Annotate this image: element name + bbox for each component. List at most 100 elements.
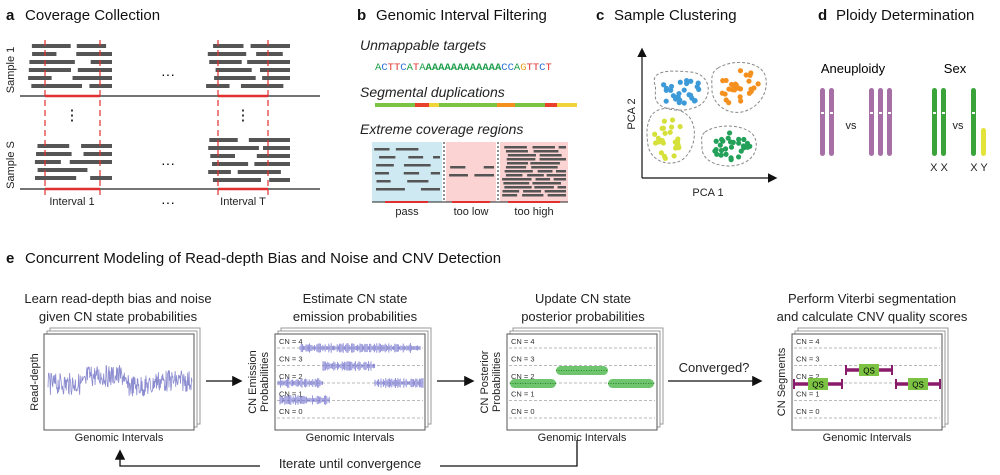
cn-label: CN = 2 — [511, 372, 535, 381]
read — [209, 138, 238, 142]
read — [430, 172, 440, 175]
cluster-point — [668, 83, 675, 90]
panel-e-letter: e — [6, 250, 14, 267]
interval-t-label: Interval T — [220, 196, 266, 208]
read — [537, 170, 553, 173]
read — [379, 156, 396, 159]
read — [31, 84, 83, 88]
ellipsis-intervals: ··· — [161, 194, 175, 210]
cn-label: CN = 4 — [511, 337, 535, 346]
read — [403, 164, 431, 167]
read — [90, 176, 112, 180]
read — [263, 146, 290, 150]
cluster-point — [661, 82, 667, 88]
cluster-point — [688, 78, 694, 84]
cluster-point — [746, 78, 752, 84]
pca1-label: PCA 1 — [692, 187, 723, 199]
too-low-region — [446, 142, 496, 202]
panel-a-title: Coverage Collection — [25, 7, 160, 24]
read — [507, 154, 536, 157]
xx-label: X X — [930, 162, 948, 174]
segmental-bar — [375, 103, 577, 107]
read — [374, 148, 390, 151]
cluster-point — [723, 146, 729, 152]
cluster-point — [755, 81, 761, 87]
read — [376, 164, 394, 167]
cluster-point — [684, 77, 690, 84]
read — [395, 148, 419, 151]
emission-box: CN = 4CN = 3CN = 2CN = 1CN = 0 — [274, 327, 432, 431]
pass-label: pass — [395, 206, 419, 218]
read — [212, 178, 262, 182]
cluster-point — [660, 140, 666, 146]
cluster-point — [738, 148, 744, 154]
read — [376, 180, 391, 183]
read — [449, 174, 468, 177]
read — [535, 178, 551, 181]
read — [34, 176, 77, 180]
cluster-point — [713, 138, 719, 144]
readdepth-ylabel: Read-depth — [29, 353, 41, 411]
cluster-point — [681, 87, 687, 93]
cluster-point — [737, 94, 743, 100]
read — [433, 156, 440, 159]
panel-b-title: Genomic Interval Filtering — [376, 7, 547, 24]
too-low-label: too low — [454, 206, 489, 218]
panel-c-letter: c — [596, 7, 604, 24]
cluster-point — [667, 129, 673, 135]
read — [72, 76, 112, 80]
read — [256, 154, 290, 158]
sex-label: Sex — [944, 61, 967, 76]
cn-label: CN = 0 — [796, 407, 820, 416]
read — [408, 156, 424, 159]
cluster-point — [671, 153, 677, 159]
read — [215, 68, 252, 72]
cluster-point — [659, 125, 665, 132]
read — [506, 162, 529, 165]
cn-label: CN = 1 — [279, 390, 303, 399]
cluster-point — [718, 147, 725, 154]
step1-line1: Learn read-depth bias and noise — [24, 291, 211, 306]
read — [76, 44, 107, 48]
extreme-regions — [372, 142, 568, 203]
read — [207, 52, 247, 56]
read — [76, 52, 112, 56]
read — [539, 158, 566, 161]
cluster-dots — [652, 68, 761, 163]
cluster-point — [728, 81, 735, 88]
read — [547, 194, 566, 197]
read — [269, 178, 290, 182]
read — [407, 180, 429, 183]
read — [90, 60, 112, 64]
aneuploidy-chromosomes — [820, 88, 892, 156]
read — [81, 144, 112, 148]
posterior-ylabel-line1: CN Posterior — [479, 350, 491, 413]
cluster-point — [748, 86, 754, 92]
read — [546, 174, 566, 177]
cluster-point — [733, 82, 739, 88]
panel-b: b Genomic Interval Filtering Unmappable … — [357, 7, 577, 218]
dna-sequence: ACTTCATAAAAAAAAAAAAACCAGTTCT — [375, 62, 552, 74]
read — [37, 144, 70, 148]
read — [36, 152, 72, 156]
read — [254, 162, 290, 166]
cluster-point — [661, 118, 667, 124]
read — [208, 170, 231, 174]
read — [506, 158, 536, 161]
read — [403, 172, 420, 175]
cluster-point — [652, 140, 659, 146]
cluster-point — [717, 142, 723, 148]
read — [483, 166, 494, 169]
read — [502, 190, 520, 193]
read — [34, 160, 61, 164]
cluster-point — [726, 86, 732, 92]
ellipsis-vertical-left: ⋮ — [65, 107, 80, 124]
read — [530, 162, 560, 165]
read — [539, 154, 562, 157]
read — [505, 166, 527, 169]
ellipsis-vertical-right: ⋮ — [236, 107, 251, 124]
readdepth-box — [43, 327, 201, 431]
cn-label: CN = 4 — [796, 337, 820, 346]
interval-markers — [44, 40, 269, 195]
step2-line2: emission probabilities — [293, 309, 418, 324]
